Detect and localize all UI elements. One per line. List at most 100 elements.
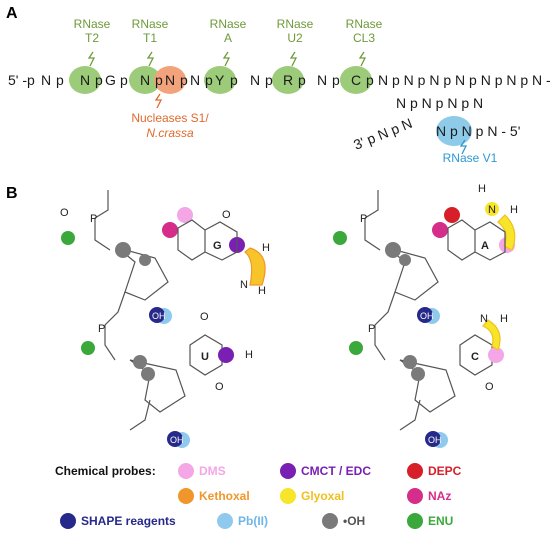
legend-item-label: ENU: [428, 514, 453, 528]
seq-phosphate: p: [205, 72, 213, 88]
strand-bottom-curve: 3' p N p N: [351, 115, 414, 153]
seq-base: N: [140, 72, 150, 88]
strand-bottom-links: N p N p N p N: [396, 95, 483, 111]
highlight-g: [129, 66, 161, 94]
strand-top-tail: N p N p N p N p N p N p N - 3': [378, 72, 550, 88]
legend-item-label: CMCT / EDC: [301, 464, 371, 478]
cut-t2: [87, 51, 96, 67]
atom-p-mid: P: [98, 323, 105, 335]
legend-swatch: [178, 463, 194, 479]
atom-h-n6b: H: [510, 204, 518, 216]
seq-phosphate: p: [180, 72, 188, 88]
seq-phosphate: p: [155, 72, 163, 88]
seq-phosphate: p: [265, 72, 273, 88]
legend-swatch: [407, 513, 423, 529]
oh-label: OH: [420, 311, 434, 321]
atom-nh2: N: [240, 279, 248, 291]
legend-swatch: [60, 513, 76, 529]
strand-bottom-end: N p N p N - 5': [436, 123, 520, 139]
legend-swatch: [407, 463, 423, 479]
enu-dot-top-left: [61, 231, 75, 245]
nucleases-line2: N.crassa: [146, 126, 194, 140]
legend-swatch: [407, 488, 423, 504]
oh-radical-dot: [139, 254, 151, 266]
legend-item-label: DMS: [199, 464, 226, 478]
legend-swatch: [217, 513, 233, 529]
oh-label: OH: [152, 311, 166, 321]
legend-item-label: DEPC: [428, 464, 462, 478]
legend-item-label: NAz: [428, 489, 451, 503]
enu-dot-top-right: [333, 231, 347, 245]
enzyme-variant: A: [224, 31, 232, 45]
oh-radical-dot: [141, 367, 155, 381]
shape-dot: [167, 431, 183, 447]
oh-radical-dot: [411, 367, 425, 381]
panel-b-label: B: [6, 185, 18, 202]
highlight-r: [272, 66, 304, 94]
seq-base: N: [317, 72, 327, 88]
enzyme-name: RNase: [132, 17, 169, 31]
cut-t1: [146, 51, 155, 67]
highlight-v1: [436, 116, 472, 146]
legend-swatch: [280, 463, 296, 479]
seq-base: Y: [215, 72, 225, 88]
oh-radical-dot: [399, 254, 411, 266]
atom-o2-u: O: [215, 381, 224, 393]
dms-dot-n3: [488, 347, 504, 363]
seq-phosphate: p: [56, 72, 64, 88]
atom-p-top-r: P: [360, 213, 367, 225]
enu-dot-mid-right: [349, 341, 363, 355]
atom-o-top: O: [60, 207, 69, 219]
nucleases-line1: Nucleases S1/: [131, 111, 209, 125]
legend-item-label: SHAPE reagents: [81, 514, 176, 528]
base-a-label: A: [481, 240, 489, 252]
atom-n6: N: [488, 204, 496, 216]
rnase-v1-label: RNase V1: [443, 151, 498, 165]
seq-base: N: [80, 72, 90, 88]
legend-item-label: Pb(II): [238, 514, 268, 528]
panel-a-label: A: [6, 5, 18, 22]
atom-h2: H: [258, 285, 266, 297]
highlight-n-orange: [154, 66, 186, 94]
atom-n4: N: [480, 313, 488, 325]
atom-h-u: H: [245, 349, 253, 361]
cmct-dot-n3: [218, 347, 234, 363]
cut-v1: [459, 139, 468, 155]
oh-radical-dot: [403, 355, 417, 369]
seq-base: C: [351, 72, 361, 88]
glyoxal-region-c: [482, 319, 501, 351]
kethoxal-glyoxal-region: [244, 247, 266, 286]
shape-dot: [425, 431, 441, 447]
seq-base: N: [250, 72, 260, 88]
seq-base: N: [190, 72, 200, 88]
shape-dot: [417, 307, 433, 323]
oh-radical-dot: [385, 242, 401, 258]
naz-dot-a: [432, 222, 448, 238]
base-u-label: U: [201, 351, 209, 363]
cut-cl3: [358, 51, 367, 67]
oh-label: OH: [170, 435, 184, 445]
legend-swatch: [178, 488, 194, 504]
seq-phosphate: p: [95, 72, 103, 88]
legend-swatch: [322, 513, 338, 529]
naz-dot: [162, 222, 178, 238]
legend-item-label: •OH: [343, 514, 365, 528]
glyoxal-region-a: [497, 214, 516, 251]
legend-swatch: [280, 488, 296, 504]
cut-a: [222, 51, 231, 67]
oh-label: OH: [428, 435, 442, 445]
enzyme-name: RNase: [74, 17, 111, 31]
atom-h-n4: H: [500, 313, 508, 325]
oh-radical-dot: [115, 242, 131, 258]
structure-ac: P OH A N H H P OH C N H O: [333, 183, 518, 448]
highlight-n1: [69, 66, 101, 94]
oh-radical-dot: [133, 355, 147, 369]
strand-5prime: 5' -p: [8, 72, 35, 88]
legend-item-label: Glyoxal: [301, 489, 344, 503]
atom-p-top: P: [90, 213, 97, 225]
highlight-y: [204, 66, 236, 94]
seq-phosphate: p: [120, 72, 128, 88]
legend-item-label: Kethoxal: [199, 489, 250, 503]
